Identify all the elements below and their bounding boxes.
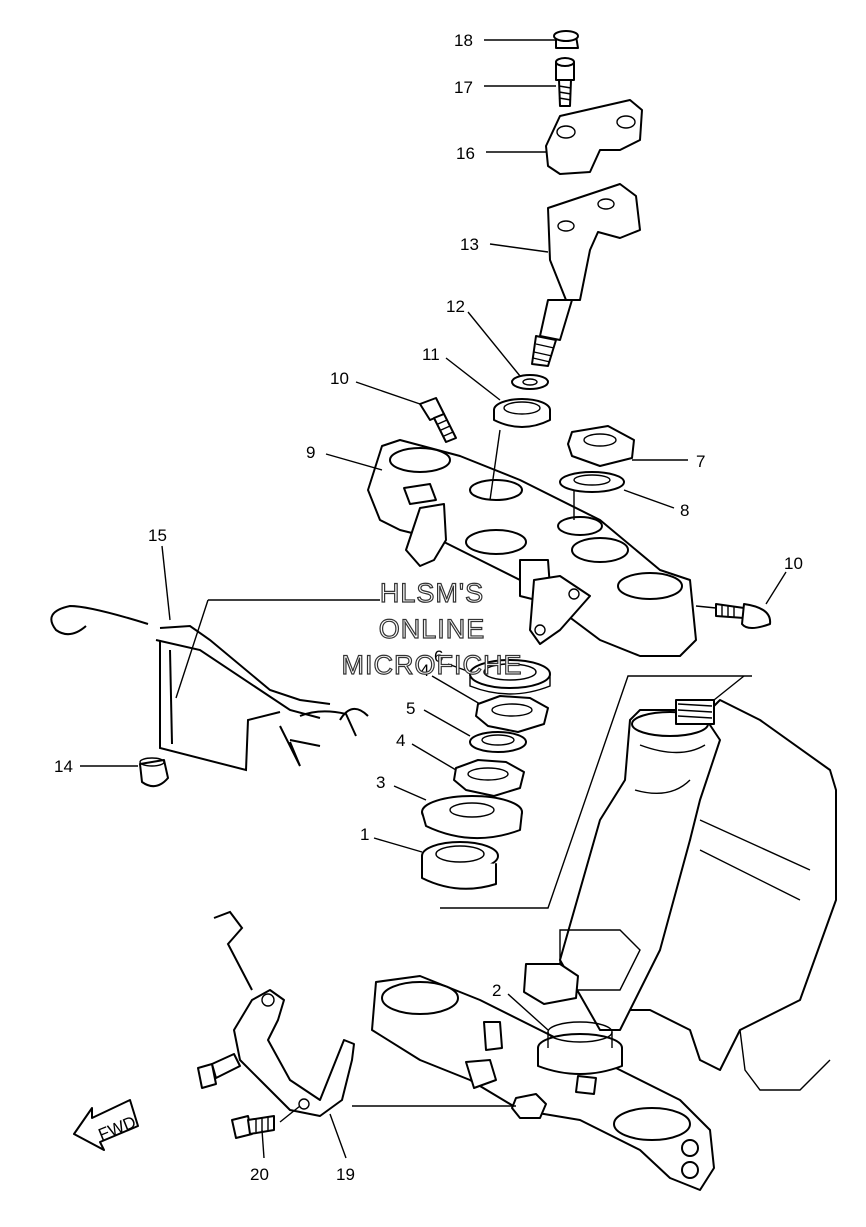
- part-13-holder-lower: [531, 183, 641, 367]
- part-4-ring-nut-upper: [475, 695, 549, 733]
- callout-5: 5: [406, 699, 415, 718]
- callout-1: 1: [360, 825, 369, 844]
- callout-12: 12: [446, 297, 465, 316]
- part-12-washer: [511, 374, 549, 390]
- callout-10-right: 10: [784, 554, 803, 573]
- part-6-ring-nut: [469, 659, 551, 695]
- callout-3: 3: [376, 773, 385, 792]
- watermark-line-3: MICROFICHE: [341, 649, 523, 680]
- callout-7: 7: [696, 452, 705, 471]
- callout-11: 11: [422, 345, 440, 364]
- part-4-ring-nut-lower: [453, 759, 525, 797]
- callout-16: 16: [456, 144, 475, 163]
- part-9-upper-bracket: [367, 439, 697, 657]
- callout-8: 8: [680, 501, 689, 520]
- callout-20: 20: [250, 1165, 269, 1184]
- bracket-nut: [511, 1093, 547, 1119]
- part-8-washer: [559, 471, 625, 493]
- callout-14: 14: [54, 757, 73, 776]
- part-17-bolt: [555, 57, 575, 107]
- callout-2: 2: [492, 981, 501, 1000]
- callout-4-upper: 4: [420, 661, 429, 680]
- part-7-nut: [567, 425, 635, 467]
- callout-labels: 18 17 16 13 12 11 10 9 7 8 10 15 6 4 5 4…: [54, 31, 803, 1184]
- part-15-harness-bracket: [50, 604, 369, 772]
- part-1-bearing: [421, 841, 499, 890]
- stem-nut: [523, 963, 579, 1005]
- callout-6: 6: [434, 647, 443, 666]
- callout-15: 15: [148, 526, 167, 545]
- part-5-washer: [469, 731, 527, 753]
- part-10-bolt-left: [419, 397, 457, 443]
- bracket-side-bolt: [197, 1053, 241, 1089]
- callout-4-lower: 4: [396, 731, 405, 750]
- part-16-holder-upper: [545, 99, 643, 175]
- callout-13: 13: [460, 235, 479, 254]
- callout-10-left: 10: [330, 369, 349, 388]
- part-18-cap: [553, 30, 579, 49]
- callout-17: 17: [454, 78, 473, 97]
- part-3-cover: [421, 795, 523, 839]
- part-20-bolt: [231, 1115, 275, 1139]
- lower-bracket: [371, 975, 715, 1191]
- callout-19: 19: [336, 1165, 355, 1184]
- part-14-cap-nut: [139, 757, 169, 788]
- callout-18: 18: [454, 31, 473, 50]
- exploded-view-outline: [440, 675, 752, 909]
- steering-stem-tube: [559, 675, 745, 1031]
- callout-9: 9: [306, 443, 315, 462]
- leader-lines: [80, 39, 787, 1159]
- watermark-line-1: HLSM'S: [379, 577, 485, 608]
- part-2-bearing: [537, 1021, 623, 1075]
- part-10-bolt-right: [715, 603, 772, 629]
- watermark-line-2: ONLINE: [378, 613, 486, 644]
- fwd-arrow-icon: FWD: [73, 1099, 139, 1151]
- part-19-bracket: [213, 910, 355, 1117]
- part-11-ring: [493, 398, 551, 428]
